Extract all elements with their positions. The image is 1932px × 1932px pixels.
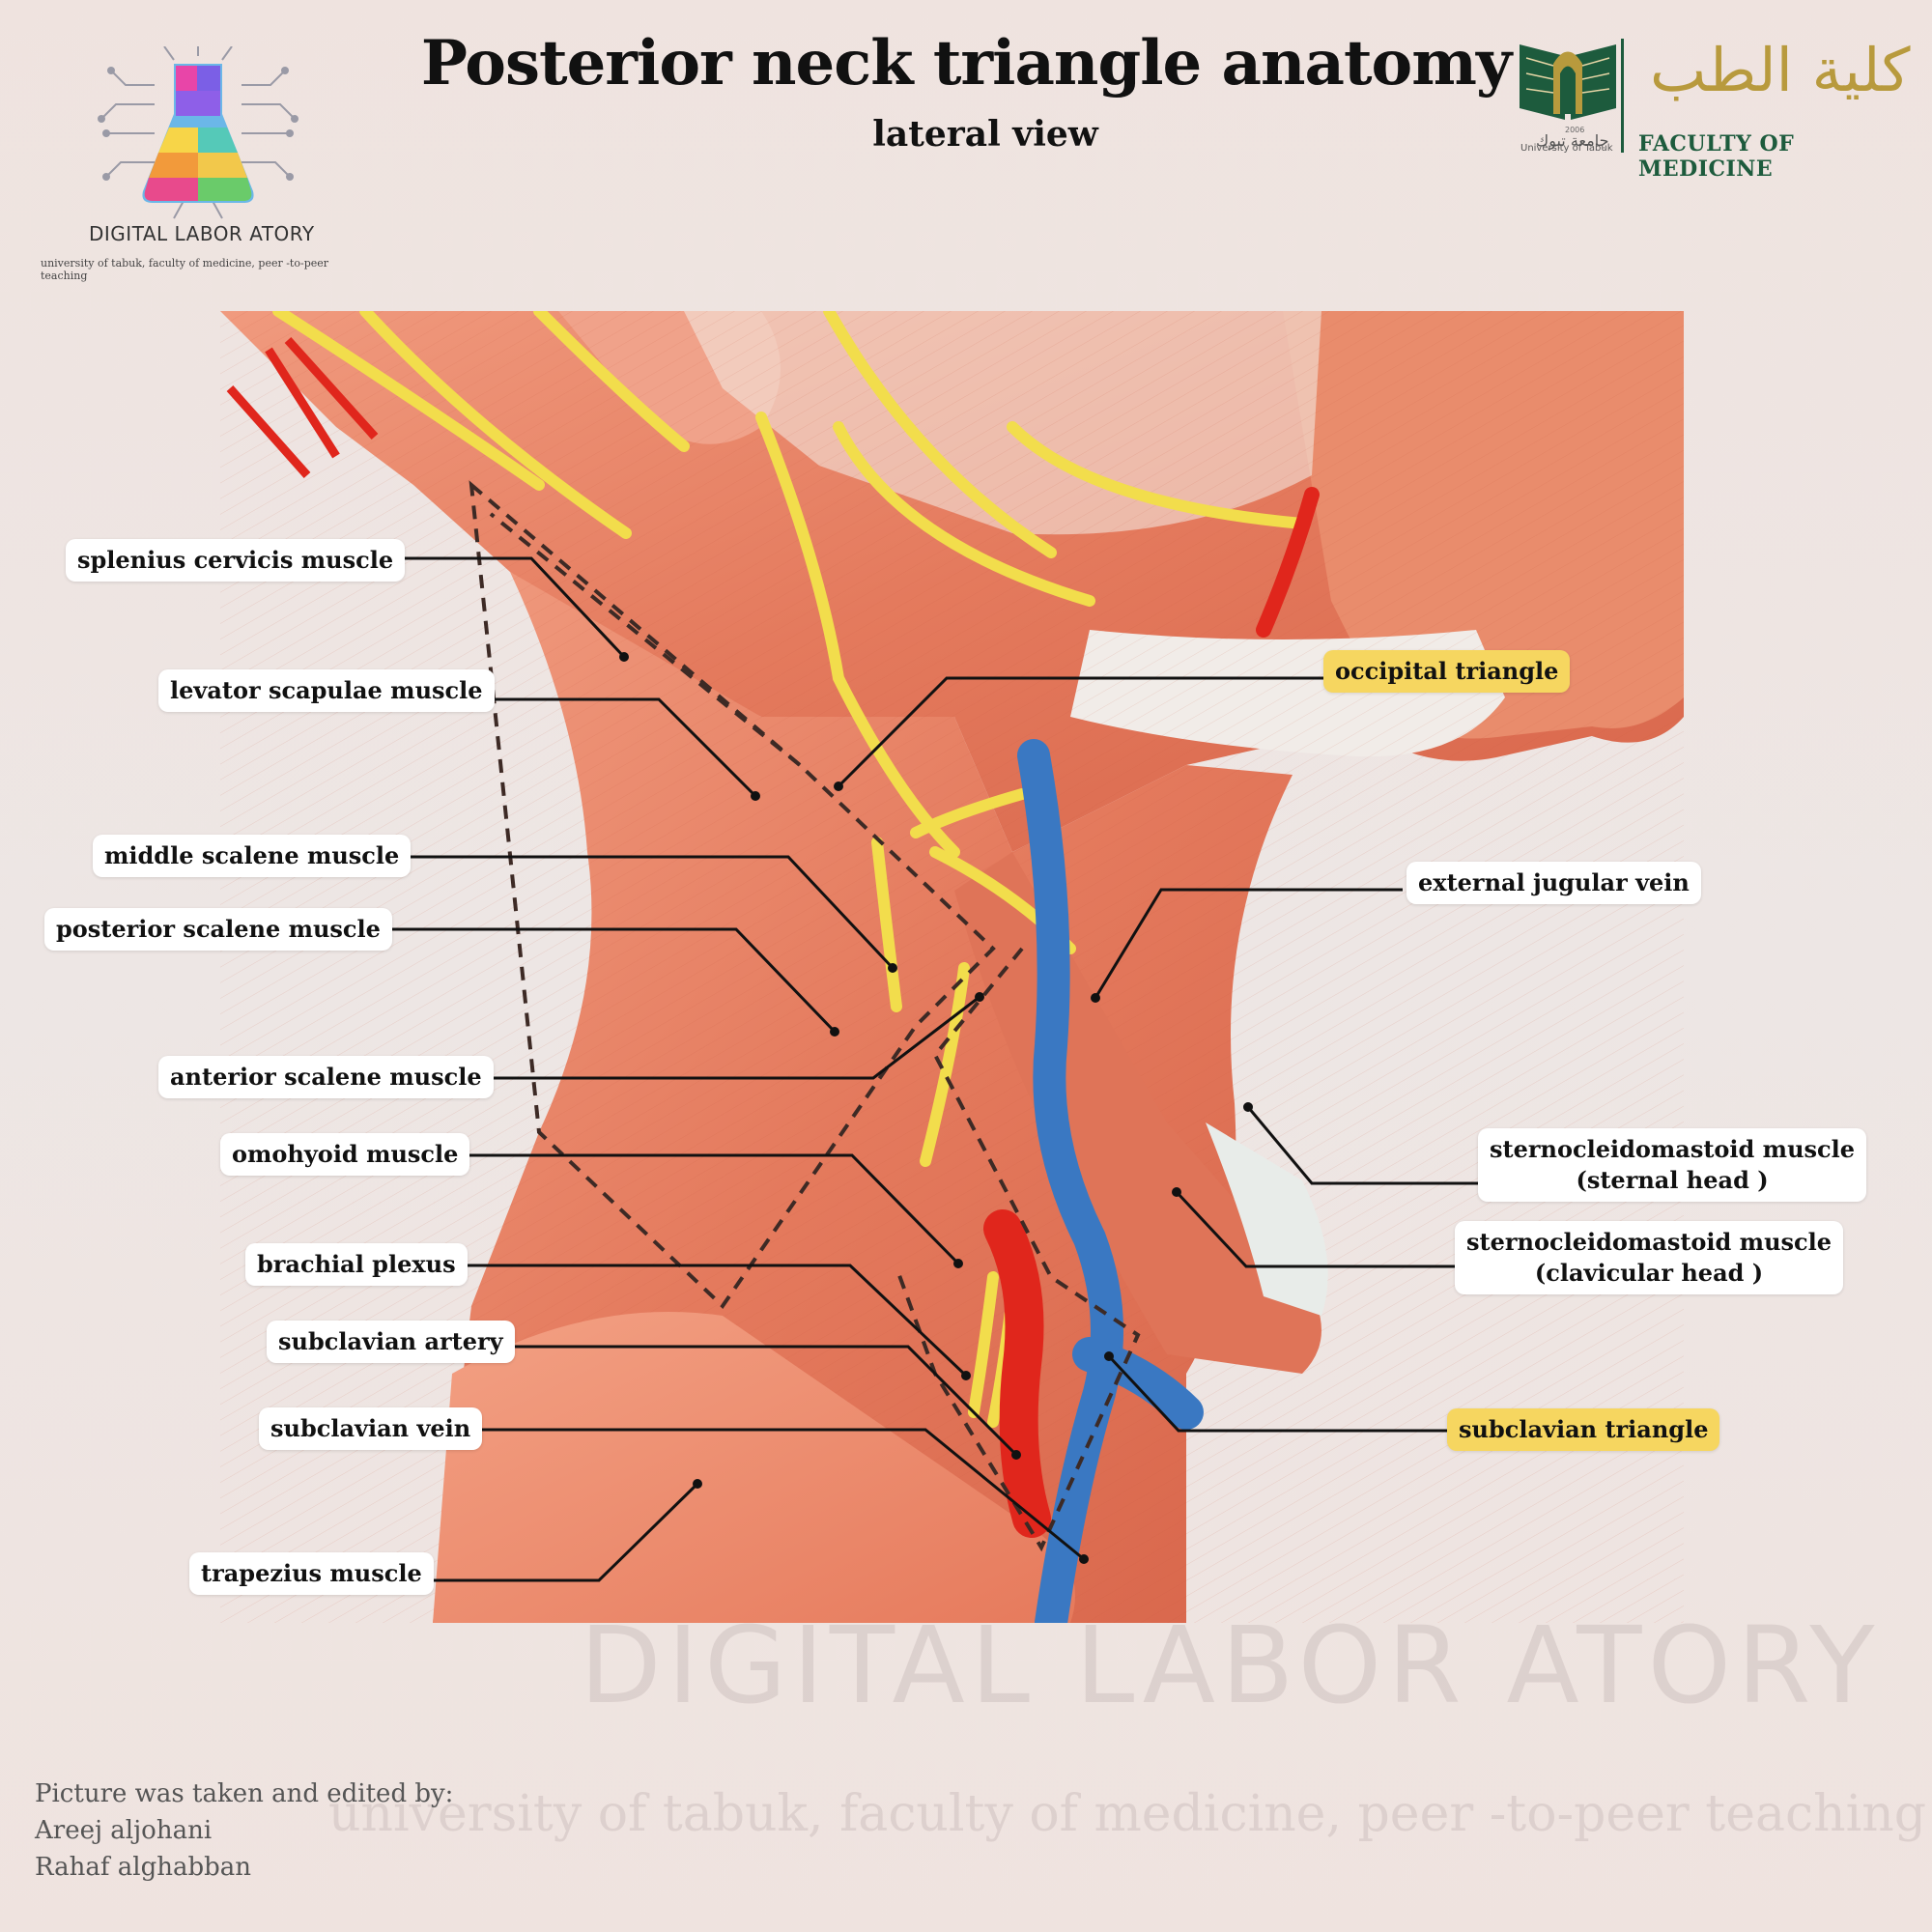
- label-omohyoid: omohyoid muscle: [220, 1133, 470, 1176]
- occipital-artery: [226, 336, 379, 478]
- university-logo: 2006 جامعة تبوك University of Tabuk كلية…: [1515, 35, 1920, 182]
- label-scm-sternal-line1: sternocleidomastoid muscle: [1490, 1135, 1856, 1163]
- label-occipital-triangle: occipital triangle: [1323, 650, 1571, 693]
- watermark-tagline: university of tabuk, faculty of medicine…: [328, 1785, 1926, 1843]
- anatomy-photo: [220, 311, 1684, 1623]
- label-splenius-cervicis: splenius cervicis muscle: [66, 539, 406, 582]
- label-anterior-scalene: anterior scalene muscle: [158, 1056, 494, 1098]
- label-subclavian-triangle: subclavian triangle: [1447, 1408, 1720, 1451]
- credits-line-3: Rahaf alghabban: [35, 1853, 252, 1882]
- facial-artery: [1256, 487, 1320, 638]
- label-scm-clavicular-line2: (clavicular head ): [1534, 1259, 1764, 1287]
- university-year: 2006: [1565, 126, 1585, 134]
- nerves: [272, 311, 1308, 1428]
- flask-circuit-icon: [98, 45, 298, 219]
- label-brachial-plexus: brachial plexus: [245, 1243, 468, 1286]
- label-middle-scalene: middle scalene muscle: [93, 835, 412, 877]
- credits-line-1: Picture was taken and edited by:: [35, 1779, 454, 1808]
- label-levator-scapulae: levator scapulae muscle: [158, 669, 495, 712]
- page-subtitle: lateral view: [872, 114, 1098, 155]
- label-scm-clavicular: sternocleidomastoid muscle (clavicular h…: [1455, 1221, 1844, 1294]
- logo-tagline: university of tabuk, faculty of medicine…: [41, 257, 329, 282]
- faculty-name-ar: كلية الطب: [1650, 35, 1911, 105]
- faculty-name-en: FACULTY OF MEDICINE: [1638, 131, 1795, 182]
- university-book-icon: [1520, 44, 1616, 120]
- trapezius-slab: [433, 1312, 1075, 1623]
- subclavian-vein-branch: [1072, 1337, 1204, 1430]
- label-external-jugular-vein: external jugular vein: [1406, 862, 1701, 904]
- label-posterior-scalene: posterior scalene muscle: [44, 908, 392, 951]
- label-trapezius: trapezius muscle: [189, 1552, 434, 1595]
- label-scm-sternal-line2: (sternal head ): [1576, 1166, 1769, 1194]
- university-name-en: University of Tabuk: [1520, 143, 1613, 154]
- university-name-ar: جامعة تبوك: [1536, 131, 1609, 150]
- logo-divider: [1621, 39, 1624, 153]
- digital-laboratory-logo: DIGITAL LABOR ATORY university of tabuk,…: [39, 45, 357, 282]
- label-subclavian-vein: subclavian vein: [259, 1407, 483, 1450]
- subclavian-artery-shape: [983, 1209, 1051, 1538]
- page-title: Posterior neck triangle anatomy: [420, 27, 1512, 99]
- watermark-text: DIGITAL LABOR ATORY: [580, 1604, 1881, 1727]
- label-scm-clavicular-line1: sternocleidomastoid muscle: [1466, 1228, 1833, 1256]
- label-scm-sternal: sternocleidomastoid muscle (sternal head…: [1478, 1128, 1867, 1202]
- photo-credits: Picture was taken and edited by: Areej a…: [35, 1776, 453, 1886]
- credits-line-2: Areej aljohani: [35, 1816, 213, 1845]
- label-subclavian-artery: subclavian artery: [267, 1321, 515, 1363]
- logo-name: DIGITAL LABOR ATORY: [89, 222, 315, 245]
